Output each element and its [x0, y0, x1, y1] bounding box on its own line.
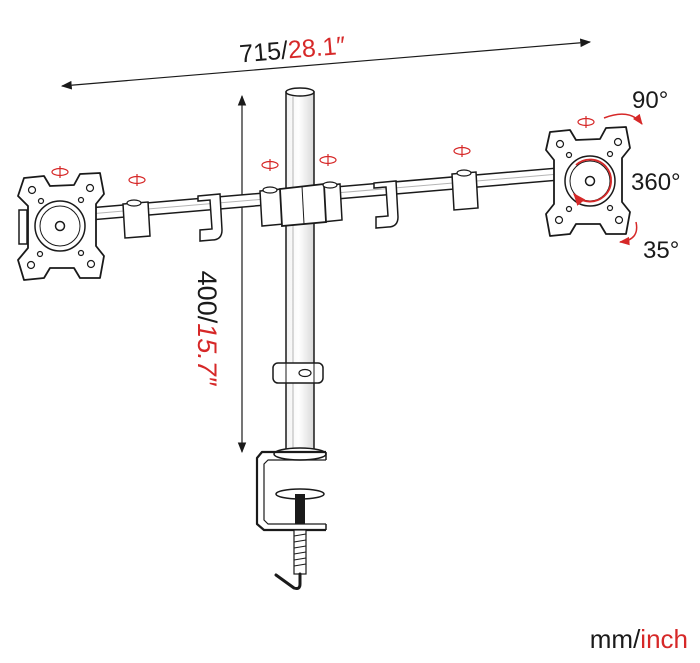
swivel-35-arrow: [618, 221, 638, 246]
red-rotation-markers: [51, 116, 595, 186]
clamp-screw: [293, 529, 307, 575]
desk-clamp: [255, 447, 327, 590]
hub-joint: [279, 182, 327, 227]
units-legend: mm/inch: [590, 626, 688, 652]
vertical-pole: [285, 87, 315, 455]
height-inch-label: 15.7″: [192, 323, 222, 387]
rotate-360-arc: [573, 158, 613, 206]
cable-clips: [197, 180, 399, 242]
width-mm-label: 715/: [238, 36, 289, 68]
height-collar: [272, 362, 324, 384]
width-dimension-label: 715/28.1″: [238, 32, 346, 69]
tilt-label: 90°: [632, 87, 668, 114]
left-vesa-plate: [17, 172, 105, 281]
width-dimension-line: [60, 38, 592, 90]
units-mm: mm/: [589, 624, 641, 654]
swivel-label: 35°: [643, 237, 679, 264]
tilt-90-arrow: [603, 113, 643, 125]
rotate-label: 360°: [631, 169, 681, 196]
rotation-knobs: [126, 169, 472, 207]
units-inch: inch: [640, 624, 688, 654]
height-mm-label: 400/: [192, 271, 222, 324]
height-dimension-label: 400/15.7″: [192, 271, 222, 387]
right-vesa-plate: [545, 126, 631, 237]
clamp-handle: [274, 572, 302, 590]
width-inch-label: 28.1″: [287, 32, 347, 65]
